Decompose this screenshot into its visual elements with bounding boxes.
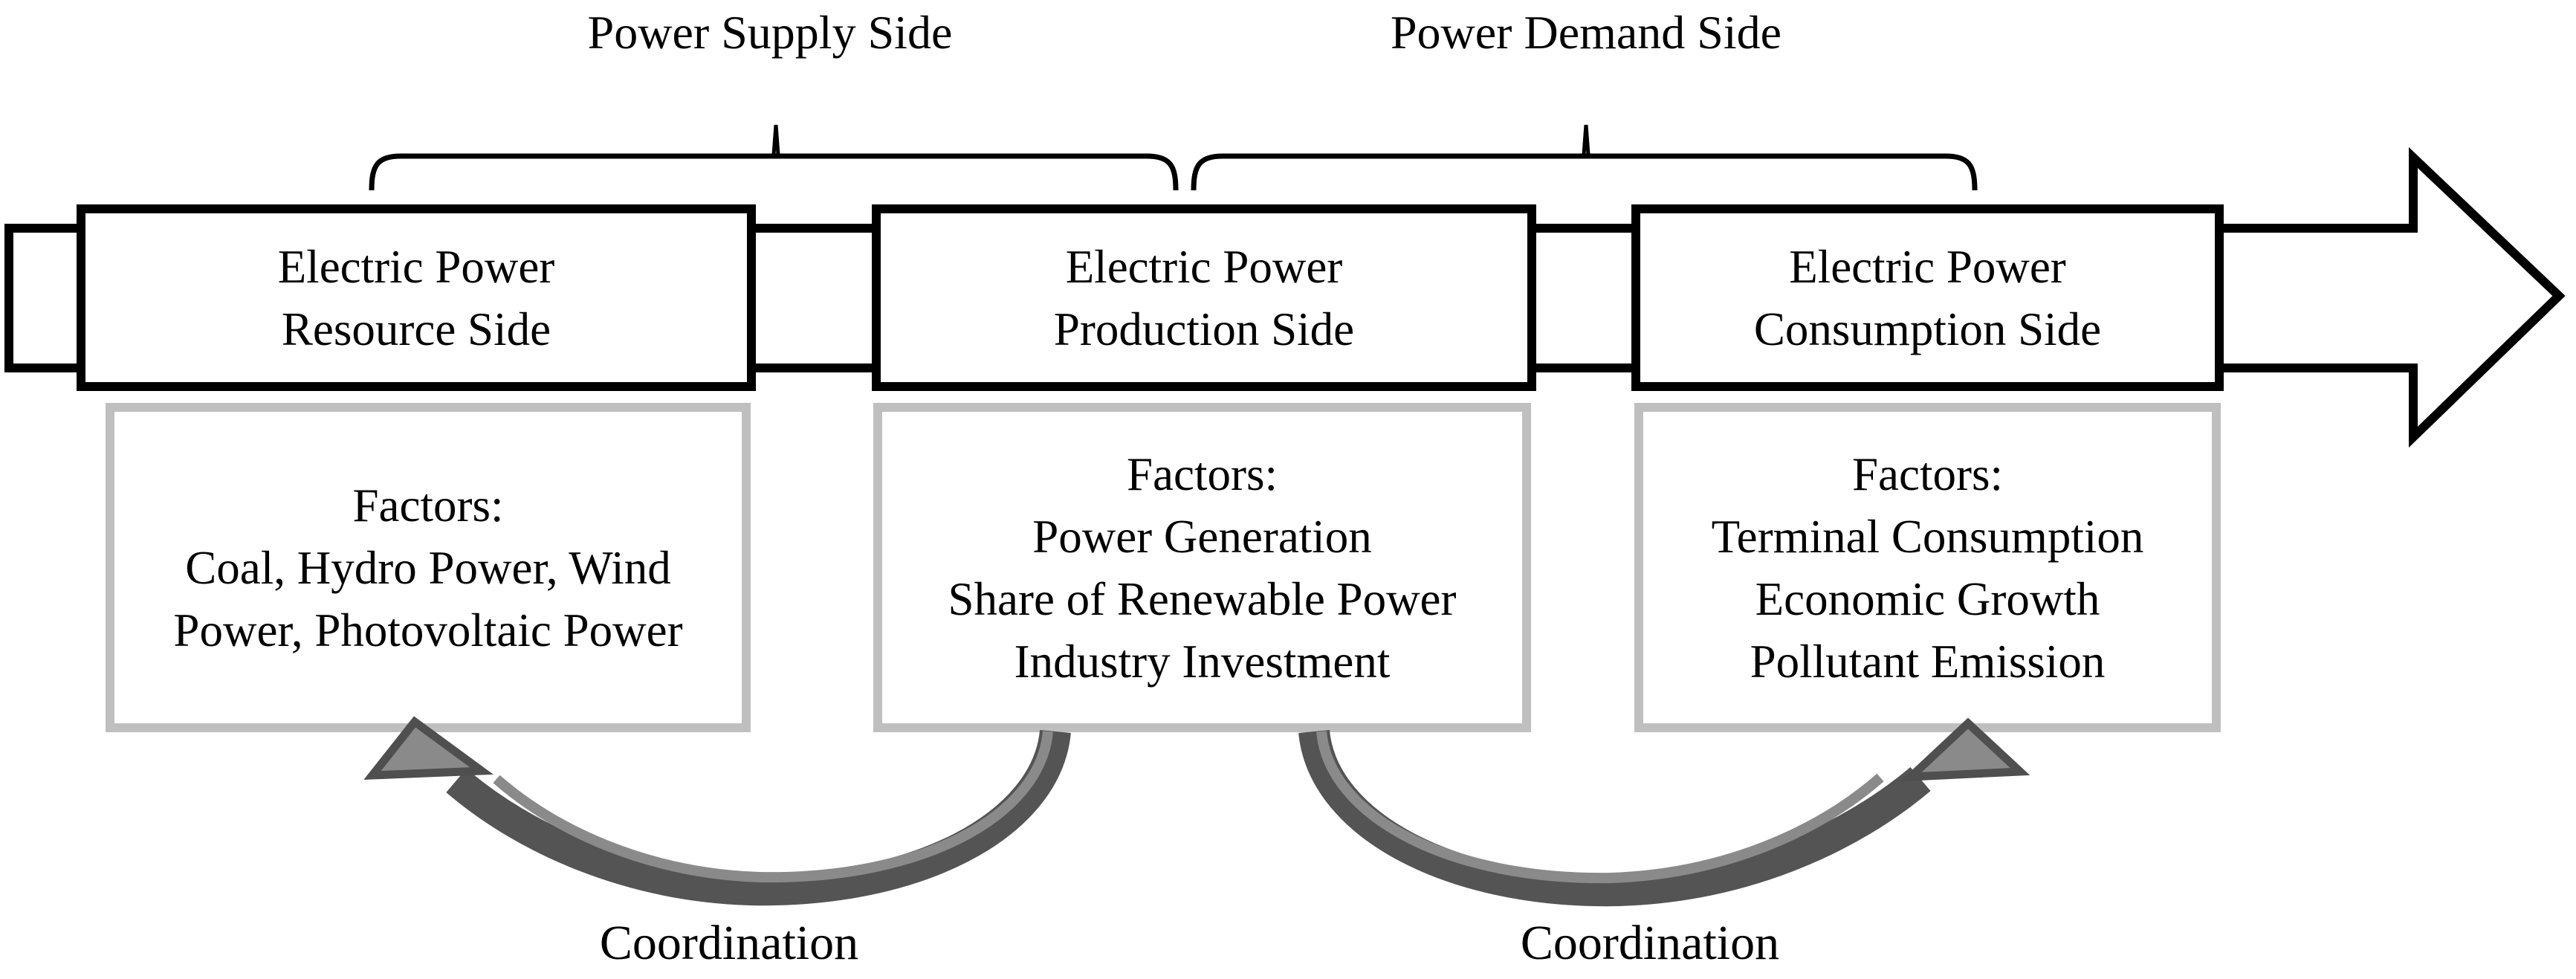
- production-side-line1: Electric Power: [1065, 240, 1343, 293]
- production-side-box: Electric Power Production Side: [872, 204, 1536, 391]
- consumption-factors-line4: Pollutant Emission: [1750, 635, 2106, 688]
- resource-factors-line2: Coal, Hydro Power, Wind: [185, 541, 671, 594]
- resource-side-line1: Electric Power: [277, 240, 555, 293]
- consumption-factors-title: Factors:: [1852, 448, 2003, 500]
- demand-side-label: Power Demand Side: [1390, 6, 1782, 59]
- production-factors-title: Factors:: [1127, 448, 1278, 500]
- consumption-side-line1: Electric Power: [1789, 240, 2066, 293]
- resource-side-line2: Resource Side: [281, 303, 551, 355]
- production-factors-line3: Share of Renewable Power: [948, 572, 1457, 625]
- consumption-factors-line3: Economic Growth: [1755, 572, 2100, 625]
- demand-side-brace-icon: [1191, 153, 1978, 191]
- supply-side-brace-tick-icon: [771, 124, 780, 155]
- demand-side-brace-tick-icon: [1582, 124, 1590, 155]
- resource-factors-title: Factors:: [352, 479, 504, 531]
- coordination-label-left: Coordination: [599, 916, 859, 970]
- supply-side-label: Power Supply Side: [587, 6, 953, 59]
- consumption-side-box: Electric Power Consumption Side: [1631, 204, 2224, 391]
- coordination-label-right: Coordination: [1520, 916, 1780, 970]
- consumption-factors-line2: Terminal Consumption: [1711, 510, 2144, 563]
- consumption-factors-box: Factors: Terminal Consumption Economic G…: [1634, 403, 2221, 732]
- resource-factors-box: Factors: Coal, Hydro Power, Wind Power, …: [106, 403, 751, 732]
- production-factors-box: Factors: Power Generation Share of Renew…: [873, 403, 1531, 732]
- resource-factors-line3: Power, Photovoltaic Power: [173, 604, 683, 656]
- production-side-line2: Production Side: [1053, 303, 1355, 355]
- supply-side-brace-icon: [369, 153, 1179, 191]
- resource-side-box: Electric Power Resource Side: [77, 204, 756, 391]
- consumption-side-line2: Consumption Side: [1753, 303, 2102, 355]
- production-factors-line4: Industry Investment: [1014, 635, 1391, 688]
- production-factors-line2: Power Generation: [1032, 510, 1372, 563]
